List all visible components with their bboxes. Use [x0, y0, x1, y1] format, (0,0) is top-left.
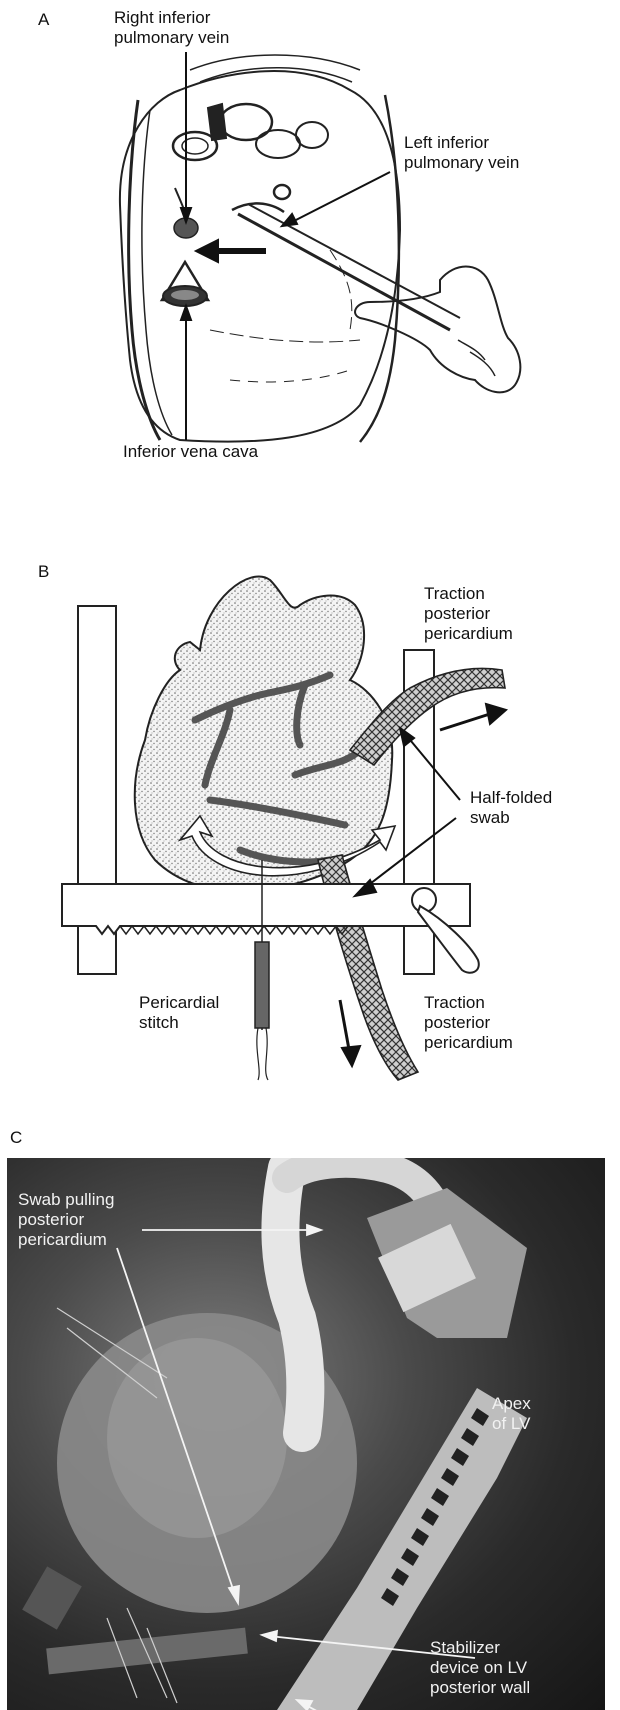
- ivc-lumen: [171, 290, 199, 300]
- right-retractor-edge: [360, 95, 399, 442]
- dark-fat-patch: [208, 104, 226, 140]
- instrument-jaws: [232, 203, 284, 212]
- traction-bottom-arrow-head: [342, 1046, 360, 1066]
- thick-arrow-head: [196, 240, 218, 262]
- heart-surface-line-3: [330, 250, 352, 330]
- label-swab-pulling: Swab pulling posterior pericardium: [18, 1190, 114, 1250]
- vessel-4: [296, 122, 328, 148]
- photo-left-instrument: [46, 1628, 248, 1675]
- label-left-inferior-pulmonary-vein: Left inferior pulmonary vein: [404, 133, 519, 173]
- pericardial-stitch-clamp: [255, 942, 269, 1028]
- instrument-shaft-2: [248, 204, 460, 318]
- left-retractor-edge-inner: [142, 110, 172, 435]
- left-ipv-pointer-head: [282, 214, 297, 226]
- vessel-2: [220, 104, 272, 140]
- label-pericardial-stitch: Pericardial stitch: [139, 993, 219, 1033]
- photo-pointer-apex-head: [262, 1631, 277, 1641]
- panel-b-illustration: [0, 560, 620, 1100]
- photo-left-instrument-2: [22, 1566, 82, 1629]
- photo-heart-highlight: [107, 1338, 287, 1538]
- vessel-1: [173, 132, 217, 160]
- traction-top-arrow-head: [486, 704, 506, 724]
- finger-lines: [458, 340, 495, 376]
- label-apex-of-lv: Apex of LV: [492, 1394, 531, 1434]
- panel-c-letter: C: [10, 1128, 22, 1148]
- label-stabilizer: Stabilizer device on LV posterior wall: [430, 1638, 530, 1698]
- chest-opening-outline: [120, 71, 400, 442]
- heart: [135, 576, 393, 890]
- hand-outline: [355, 267, 520, 393]
- label-traction-top: Traction posterior pericardium: [424, 584, 513, 644]
- heart-surface-line-1: [210, 330, 360, 342]
- vessel-3: [256, 130, 300, 158]
- heart-surface-line-2: [230, 370, 350, 382]
- photo-pointer-swab-1-head: [307, 1225, 321, 1235]
- label-half-folded-swab: Half-folded swab: [470, 788, 552, 828]
- label-traction-bottom: Traction posterior pericardium: [424, 993, 513, 1053]
- left-ipv-pointer: [292, 172, 390, 222]
- retractor-bar: [62, 884, 470, 934]
- pericardial-stitch-ends: [257, 1028, 268, 1080]
- retractor-teeth: [120, 926, 348, 934]
- instrument-shaft: [238, 214, 450, 330]
- label-inferior-vena-cava: Inferior vena cava: [123, 442, 258, 462]
- label-right-inferior-pulmonary-vein: Right inferior pulmonary vein: [114, 8, 229, 48]
- ivc-pointer-head: [181, 306, 191, 320]
- left-ipv-ring: [274, 185, 290, 199]
- panel-a-illustration: [0, 0, 620, 480]
